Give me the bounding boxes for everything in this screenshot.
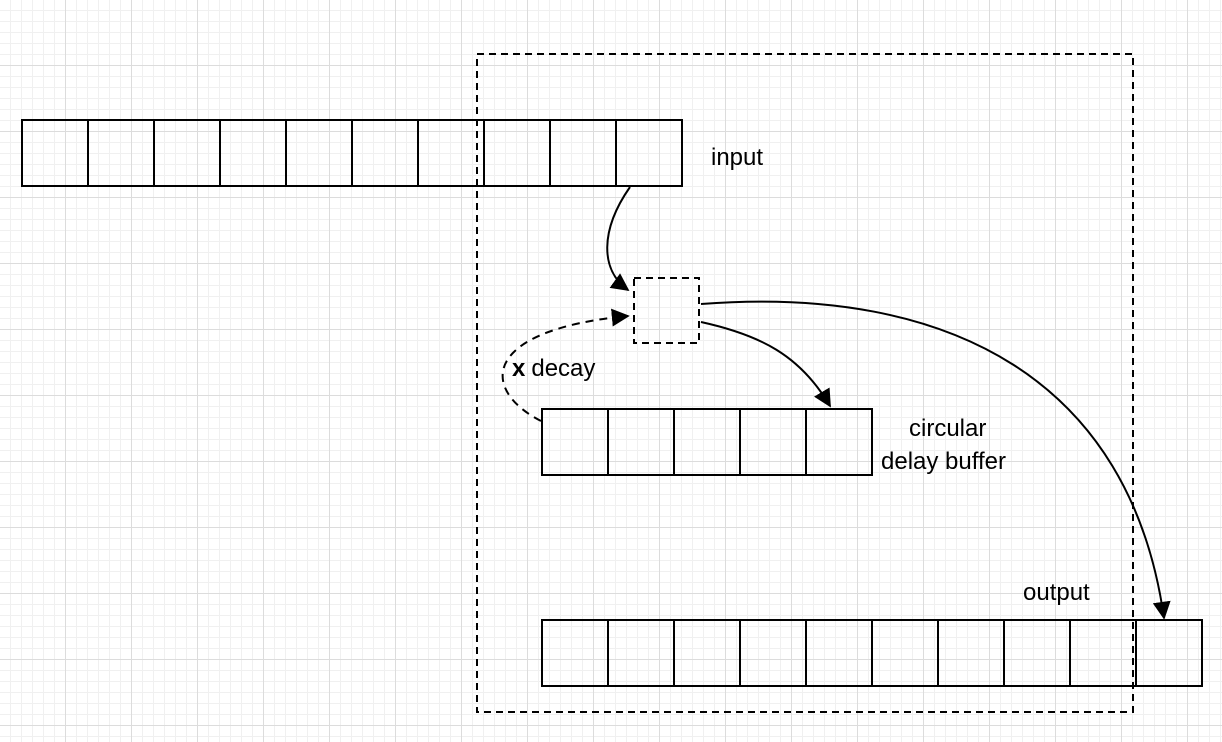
buffer-label-line2: delay buffer [881, 448, 1006, 475]
input-cell-2 [87, 119, 155, 187]
input-cell-9 [549, 119, 617, 187]
output-cell-8 [1003, 619, 1071, 687]
buffer-cell-2 [607, 408, 675, 476]
output-cell-5 [805, 619, 873, 687]
input-cell-3 [153, 119, 221, 187]
input-cell-4 [219, 119, 287, 187]
processing-boundary [476, 53, 1134, 713]
input-cell-7 [417, 119, 485, 187]
input-label: input [711, 144, 763, 171]
output-cell-3 [673, 619, 741, 687]
output-array [541, 619, 1203, 687]
node-to-buffer-arrow [700, 321, 831, 408]
input-cell-8 [483, 119, 551, 187]
node-to-output-arrow [700, 300, 1171, 620]
decay-feedback-arrow [501, 308, 630, 422]
output-cell-1 [541, 619, 609, 687]
output-cell-4 [739, 619, 807, 687]
buffer-cell-4 [739, 408, 807, 476]
decay-multiply-symbol: x [512, 355, 526, 382]
output-cell-7 [937, 619, 1005, 687]
buffer-label-line1: circular [909, 415, 986, 442]
mix-node [633, 277, 700, 344]
input-cell-1 [21, 119, 89, 187]
input-cell-10 [615, 119, 683, 187]
input-to-node-arrow [606, 186, 631, 292]
output-cell-2 [607, 619, 675, 687]
decay-word: decay [531, 355, 595, 382]
output-cell-9 [1069, 619, 1137, 687]
delay-buffer-array [541, 408, 873, 476]
output-cell-6 [871, 619, 939, 687]
input-cell-6 [351, 119, 419, 187]
output-cell-10 [1135, 619, 1203, 687]
buffer-cell-1 [541, 408, 609, 476]
input-cell-5 [285, 119, 353, 187]
input-array [21, 119, 683, 187]
buffer-cell-3 [673, 408, 741, 476]
output-label: output [1023, 579, 1090, 606]
buffer-cell-5 [805, 408, 873, 476]
